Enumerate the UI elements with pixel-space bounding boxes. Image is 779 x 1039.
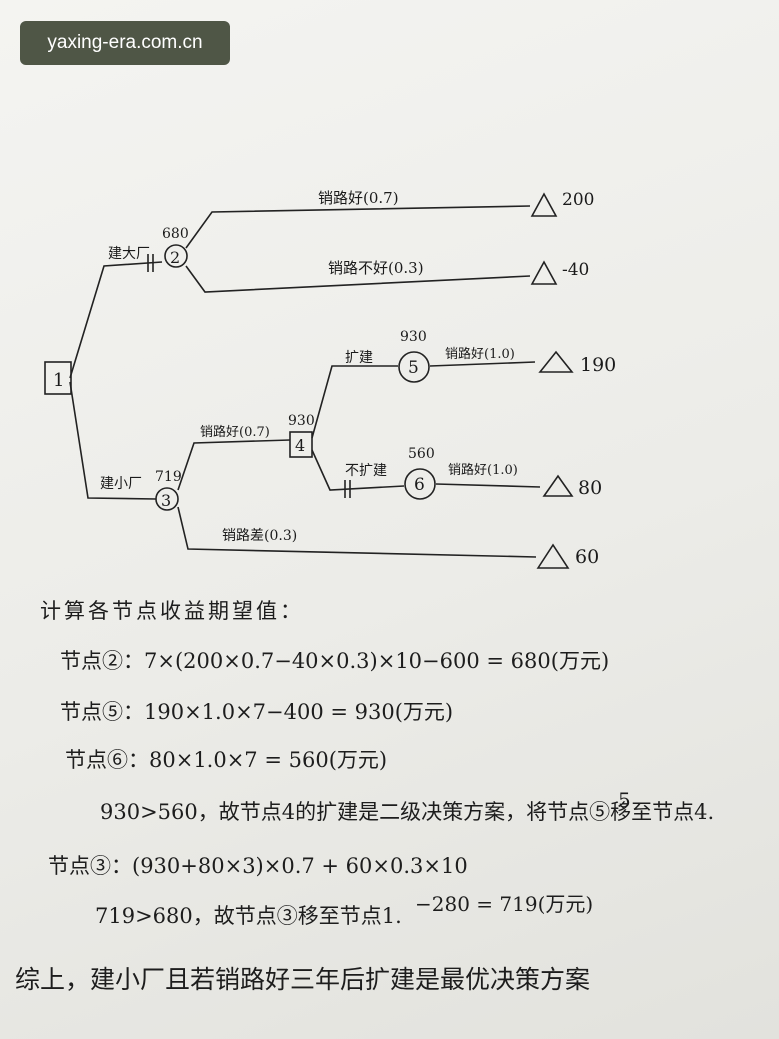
node-4-value: 930 [288,413,315,429]
edge-3-bad [177,506,537,558]
edge-5-out [429,361,536,367]
calc-node5-line: 节点⑤：190×1.0×7−400 = 930(万元) [60,700,454,724]
chance-node-2-label: 2 [170,248,180,267]
edge-2-good [185,205,531,249]
payoff-200: 200 [562,190,594,210]
chance-node-5-label: 5 [408,358,419,378]
calc-node6-line: 节点⑥：80×1.0×7 = 560(万元) [65,748,388,772]
node-5-value: 930 [400,329,427,345]
terminal-triangle-190 [538,350,574,373]
calc-node3-line: 节点③：(930+80×3)×0.7 + 60×0.3×10 [48,854,468,878]
outcome-good-1-0-b: 销路好(1.0) [448,462,518,478]
calc-conclusion: 综上，建小厂且若销路好三年后扩建是最优决策方案 [15,965,591,994]
chance-node-2 [164,244,188,268]
calc-node2-line: 节点②：7×(200×0.7−40×0.3)×10−600 = 680(万元) [60,649,610,673]
decision-tree: 1 2 680 3 719 4 930 5 930 6 560 建大厂 建小厂 … [44,189,616,569]
calc-heading: 计算各节点收益期望值： [40,599,304,623]
terminal-triangle-minus40 [530,260,558,285]
terminal-triangle-60 [536,543,570,569]
edge-2-bad [185,265,531,293]
payoff-190: 190 [580,354,616,376]
site-watermark: yaxing-era.com.cn [20,21,230,65]
outcome-bad-0-3-top: 销路不好(0.3) [328,259,424,277]
calc-index-5: 5 [618,788,631,812]
terminal-triangle-200 [530,192,558,217]
calc-final-compare-line: 719>680，故节点③移至节点1. [95,904,402,928]
payoff-80: 80 [578,477,602,499]
decision-node-4 [289,431,313,458]
branch-not-expand-label: 不扩建 [345,463,387,479]
node-3-value: 719 [155,469,182,485]
branch-small-factory-label: 建小厂 [100,476,142,492]
outcome-good-0-7-mid: 销路好(0.7) [200,424,270,440]
outcome-good-1-0-a: 销路好(1.0) [445,346,515,362]
edge-1-3 [69,381,157,500]
node-2-value: 680 [162,226,189,242]
chance-node-3 [155,487,179,511]
chance-node-5 [398,351,430,383]
decision-node-1 [44,361,72,395]
decision-node-1-label: 1 [53,370,64,391]
chance-node-3-label: 3 [161,491,171,510]
payoff-minus40: -40 [562,260,589,280]
outcome-good-0-7-top: 销路好(0.7) [318,189,399,207]
calc-node3-subline: −280 = 719(万元) [415,892,594,916]
edge-6-out [435,483,541,488]
edge-3-4 [177,439,291,491]
node-6-value: 560 [408,446,435,462]
decision-node-4-label: 4 [295,436,305,455]
chance-node-6 [404,468,436,500]
edge-4-6 [311,449,405,491]
edge-4-5 [311,365,398,439]
branch-big-factory-label: 建大厂 [108,246,150,262]
terminal-triangle-80 [542,474,574,497]
branch-expand-label: 扩建 [345,350,373,366]
calc-compare-line: 930>560，故节点4的扩建是二级决策方案，将节点⑤移至节点4. [100,800,715,824]
payoff-60: 60 [575,546,599,568]
chance-node-6-label: 6 [414,475,425,495]
outcome-bad-0-3-bottom: 销路差(0.3) [222,528,297,544]
edge-1-2 [69,261,163,379]
